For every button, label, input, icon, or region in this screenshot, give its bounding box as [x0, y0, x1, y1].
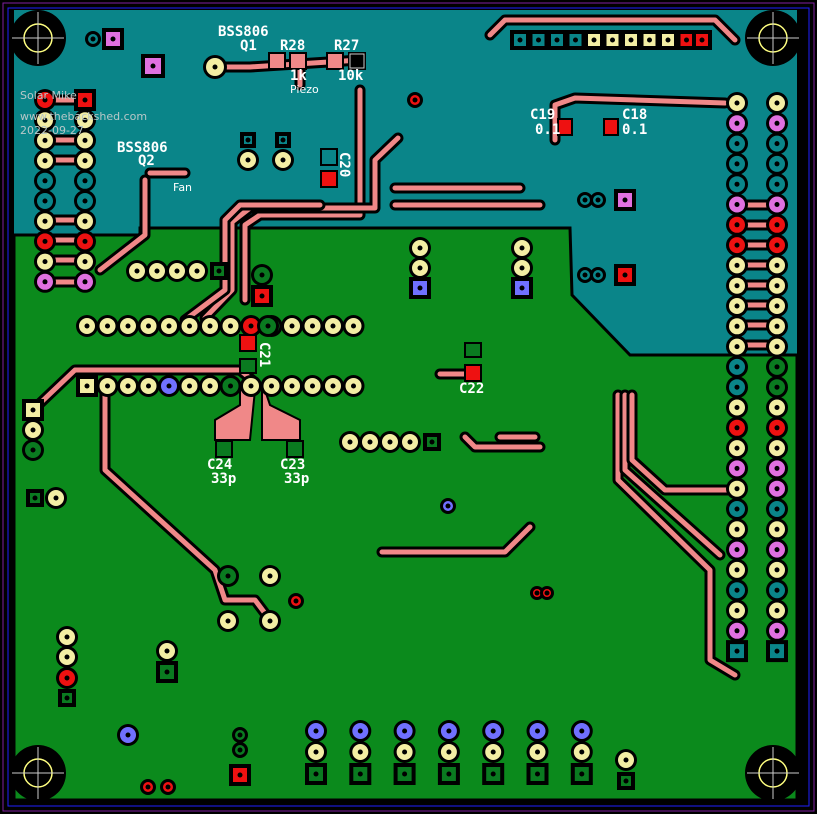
trace [552, 95, 728, 143]
q1-part-label: BSS806 [218, 24, 269, 40]
c18-ref-label: C18 [622, 107, 647, 123]
c23-ref-label: C23 [280, 457, 305, 473]
board-outline [7, 7, 810, 807]
q2-part-label: BSS806 [117, 140, 168, 156]
smd-pad [349, 53, 365, 69]
trace [30, 367, 255, 413]
r28-value-label: 1k [290, 68, 307, 84]
q1-ref-label: Q1 [240, 38, 257, 54]
smd-pad [270, 54, 284, 68]
trace [487, 17, 738, 43]
c20-label: C20 [336, 152, 352, 177]
trace [379, 524, 533, 555]
smd-pad [288, 442, 302, 456]
credit-author: Solar Mike [20, 89, 77, 102]
smd-pad [322, 172, 336, 186]
credit-site: www.thebackshed.com [20, 110, 147, 123]
c24-ref-label: C24 [207, 457, 232, 473]
fan-label: Fan [173, 181, 192, 194]
c21-label: C21 [256, 342, 272, 367]
smd-pad [605, 120, 617, 134]
smd-pad [466, 344, 480, 356]
smd-pad [241, 336, 255, 350]
c23-value-label: 33p [284, 471, 309, 487]
smd-pad [559, 120, 571, 134]
trace [97, 177, 148, 273]
trace [462, 434, 543, 450]
credit-date: 2022-09-27 [20, 124, 84, 137]
smd-pad [217, 442, 231, 456]
r27-value-label: 10k [338, 68, 364, 84]
c22-label: C22 [459, 381, 484, 397]
mounting-holes [10, 10, 801, 801]
piezo-label: Piezo [290, 83, 319, 96]
trace [615, 392, 738, 678]
trace [622, 392, 723, 558]
smd-pad [466, 366, 480, 380]
r28-ref-label: R28 [280, 38, 305, 54]
smd-pad [322, 150, 336, 164]
c19-ref-label: C19 [530, 107, 555, 123]
smd-pad [241, 360, 255, 372]
trace [242, 87, 363, 303]
trace [102, 387, 273, 623]
c19-value-label: 0.1 [535, 122, 560, 138]
q2-ref-label: Q2 [138, 153, 155, 169]
r27-ref-label: R27 [334, 38, 359, 54]
pads [22, 28, 788, 795]
c18-value-label: 0.1 [622, 122, 647, 138]
c24-value-label: 33p [211, 471, 236, 487]
smd-pad [291, 54, 305, 68]
smd-pad [328, 54, 342, 68]
trace [629, 392, 738, 493]
trace [182, 202, 323, 323]
